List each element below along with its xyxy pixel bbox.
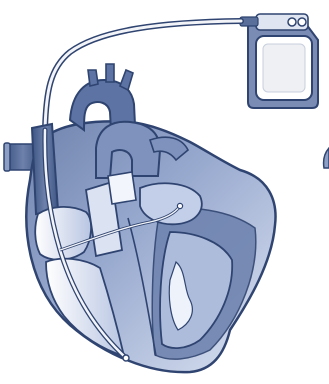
device: [240, 14, 318, 108]
right-vessel-mark: [324, 148, 329, 168]
